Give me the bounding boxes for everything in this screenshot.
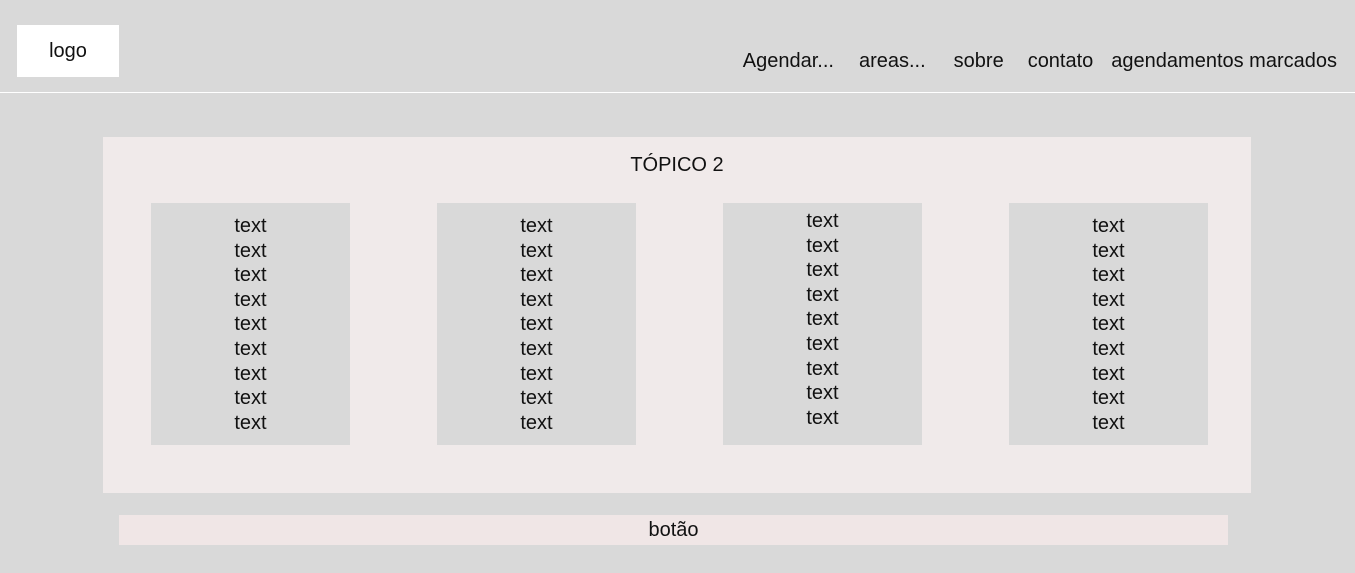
topic-card-3: text text text text text text text text …: [723, 203, 922, 445]
card-text: text: [234, 264, 267, 287]
card-text: text: [520, 362, 553, 385]
card-text: text: [234, 411, 267, 434]
card-text: text: [1092, 215, 1125, 237]
card-text: text: [520, 313, 553, 336]
main-button[interactable]: botão: [119, 515, 1228, 545]
card-text: text: [806, 234, 839, 257]
topic-card-2: text text text text text text text text …: [437, 203, 636, 445]
card-text: text: [1092, 313, 1125, 336]
card-text: text: [1092, 362, 1125, 385]
header-divider: [0, 92, 1355, 93]
card-text: text: [234, 387, 267, 410]
card-text: text: [234, 239, 267, 262]
card-text: text: [234, 215, 267, 237]
card-text: text: [1092, 411, 1125, 434]
card-text: text: [806, 210, 839, 232]
card-text: text: [520, 337, 553, 360]
card-text: text: [1092, 239, 1125, 262]
nav-item-sobre[interactable]: sobre: [953, 50, 1004, 72]
nav-item-agendar[interactable]: Agendar...: [742, 50, 834, 72]
logo[interactable]: logo: [17, 25, 119, 77]
card-text: text: [234, 362, 267, 385]
card-text: text: [234, 288, 267, 311]
card-text: text: [1092, 387, 1125, 410]
card-text: text: [234, 337, 267, 360]
card-text: text: [1092, 337, 1125, 360]
card-text: text: [806, 308, 839, 331]
card-text: text: [234, 313, 267, 336]
card-text: text: [806, 259, 839, 282]
card-text: text: [1092, 264, 1125, 287]
nav-item-contato[interactable]: contato: [1027, 50, 1094, 72]
card-text: text: [520, 387, 553, 410]
topic-card-4: text text text text text text text text …: [1009, 203, 1208, 445]
card-text: text: [520, 288, 553, 311]
topic-title: TÓPICO 2: [630, 154, 724, 176]
card-text: text: [520, 411, 553, 434]
nav-item-areas[interactable]: areas...: [858, 50, 926, 72]
logo-label: logo: [49, 39, 87, 62]
card-text: text: [520, 264, 553, 287]
card-text: text: [520, 215, 553, 237]
main-button-label: botão: [648, 518, 699, 541]
card-text: text: [806, 382, 839, 405]
card-text: text: [806, 283, 839, 306]
top-navigation: Agendar... areas... sobre contato agenda…: [743, 50, 1337, 73]
nav-item-agendamentos-marcados[interactable]: agendamentos marcados: [1111, 50, 1337, 72]
topic-card-1: text text text text text text text text …: [151, 203, 350, 445]
topic-panel: TÓPICO 2 text text text text text text t…: [103, 137, 1251, 493]
card-text: text: [806, 357, 839, 380]
card-text: text: [1092, 288, 1125, 311]
card-text: text: [520, 239, 553, 262]
card-text: text: [806, 406, 839, 429]
card-text: text: [806, 332, 839, 355]
